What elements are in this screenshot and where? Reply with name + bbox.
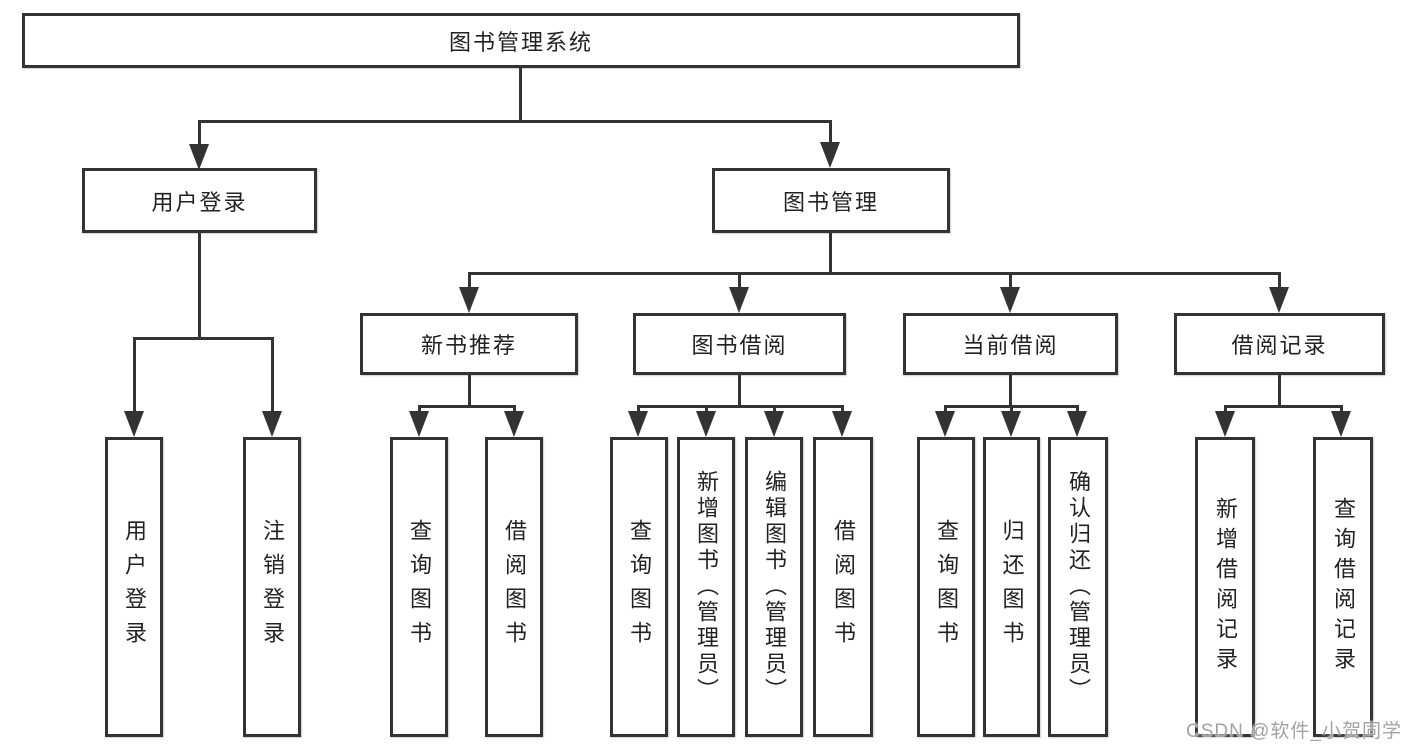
connector-line xyxy=(829,120,832,146)
connector-line xyxy=(1009,272,1012,289)
arrow-down-icon xyxy=(409,411,429,437)
node-user-login: 用户登录 xyxy=(82,168,317,233)
connector-line xyxy=(133,337,136,413)
connector-line xyxy=(271,337,274,413)
connector-line xyxy=(418,405,516,408)
arrow-down-icon xyxy=(1269,287,1289,313)
connector-line xyxy=(418,405,421,415)
leaf-borrow-books: 借阅图书 xyxy=(813,437,873,737)
leaf-edit-books-admin: 编辑图书（管理员） xyxy=(745,437,803,737)
connector-line xyxy=(1010,405,1013,415)
leaf-return-books: 归还图书 xyxy=(983,437,1040,737)
leaf-logout: 注销登录 xyxy=(243,437,301,737)
connector-line xyxy=(1224,405,1227,415)
connector-line xyxy=(738,375,741,407)
arrow-down-icon xyxy=(628,411,648,437)
connector-line xyxy=(773,405,776,415)
leaf-user-login: 用户登录 xyxy=(105,437,163,737)
arrow-down-icon xyxy=(1067,411,1087,437)
arrow-down-icon xyxy=(124,411,144,437)
connector-line xyxy=(1224,405,1342,408)
connector-line xyxy=(841,405,844,415)
arrow-down-icon xyxy=(459,287,479,313)
connector-line xyxy=(705,405,708,415)
leaf-add-borrow-record: 新增借阅记录 xyxy=(1195,437,1255,737)
leaf-query-books-recommend: 查询图书 xyxy=(390,437,448,737)
connector-line xyxy=(1076,405,1079,415)
arrow-down-icon xyxy=(832,411,852,437)
arrow-down-icon xyxy=(262,411,282,437)
node-borrow-records: 借阅记录 xyxy=(1174,313,1385,375)
node-book-borrow: 图书借阅 xyxy=(633,313,846,375)
connector-line xyxy=(637,405,640,415)
connector-line xyxy=(1009,375,1012,407)
connector-line xyxy=(198,120,201,146)
node-library-system: 图书管理系统 xyxy=(22,13,1020,68)
arrow-down-icon xyxy=(696,411,716,437)
arrow-down-icon xyxy=(1001,411,1021,437)
connector-line xyxy=(1278,375,1281,407)
connector-line xyxy=(513,405,516,415)
leaf-add-books-admin: 新增图书（管理员） xyxy=(677,437,735,737)
connector-line xyxy=(1340,405,1343,415)
connector-line xyxy=(1278,272,1281,289)
node-book-management: 图书管理 xyxy=(712,168,950,233)
connector-line xyxy=(519,68,522,120)
connector-line xyxy=(468,272,471,289)
node-current-borrow: 当前借阅 xyxy=(903,313,1118,375)
arrow-down-icon xyxy=(764,411,784,437)
connector-line xyxy=(468,272,1281,275)
leaf-confirm-return-admin: 确认归还（管理员） xyxy=(1048,437,1108,737)
connector-line xyxy=(738,272,741,289)
arrow-down-icon xyxy=(189,144,209,170)
arrow-down-icon xyxy=(935,411,955,437)
leaf-query-books-borrow: 查询图书 xyxy=(610,437,668,737)
connector-line xyxy=(829,233,832,274)
arrow-down-icon xyxy=(1215,411,1235,437)
connector-line xyxy=(468,375,471,407)
connector-line xyxy=(198,120,832,123)
arrow-down-icon xyxy=(729,287,749,313)
connector-line xyxy=(198,233,201,337)
connector-line xyxy=(944,405,947,415)
leaf-query-borrow-record: 查询借阅记录 xyxy=(1313,437,1373,737)
leaf-query-books-current: 查询图书 xyxy=(917,437,975,737)
watermark: CSDN @软件_小贺同学 xyxy=(1186,721,1402,742)
leaf-borrow-books-recommend: 借阅图书 xyxy=(485,437,543,737)
arrow-down-icon xyxy=(820,142,840,168)
node-new-book-recommend: 新书推荐 xyxy=(360,313,578,375)
connector-line xyxy=(637,405,844,408)
arrow-down-icon xyxy=(504,411,524,437)
connector-line xyxy=(133,337,274,340)
arrow-down-icon xyxy=(1000,287,1020,313)
arrow-down-icon xyxy=(1331,411,1351,437)
